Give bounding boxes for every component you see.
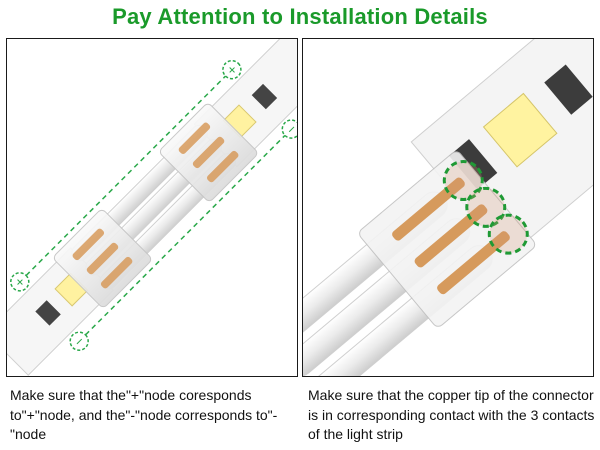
copper-pin [437, 231, 510, 295]
connector-polarity-illustration: + + − − [7, 39, 297, 376]
copper-pin [86, 242, 119, 275]
plus-marker-bottom: + [10, 272, 30, 292]
contact-highlight-circle [487, 213, 529, 255]
plus-marker-top: + [222, 59, 242, 80]
contact-highlight-circle [442, 160, 484, 202]
page-title: Pay Attention to Installation Details [112, 4, 488, 29]
resistor-top [251, 83, 278, 110]
copper-pin [206, 150, 239, 183]
resistor-bottom [35, 300, 61, 326]
resistor [544, 64, 593, 115]
left-photo-panel: + + − − [6, 38, 298, 377]
minus-guide-line [78, 128, 292, 342]
led-chip [482, 92, 558, 168]
minus-marker-top: − [281, 119, 297, 139]
copper-pin [192, 136, 225, 169]
minus-marker-bottom: − [69, 331, 89, 351]
copper-pin [178, 122, 211, 155]
copper-contact-closeup: + [303, 39, 593, 376]
copper-pin [72, 228, 105, 261]
copper-pin [414, 204, 488, 268]
plus-marking: + [561, 39, 587, 44]
left-caption: Make sure that the"+"node coresponds to"… [10, 387, 278, 442]
right-photo-panel: + [302, 38, 594, 377]
contact-highlight-circle [465, 186, 507, 228]
copper-pin [392, 177, 465, 241]
right-caption: Make sure that the copper tip of the con… [308, 387, 595, 442]
copper-pin [100, 256, 133, 289]
